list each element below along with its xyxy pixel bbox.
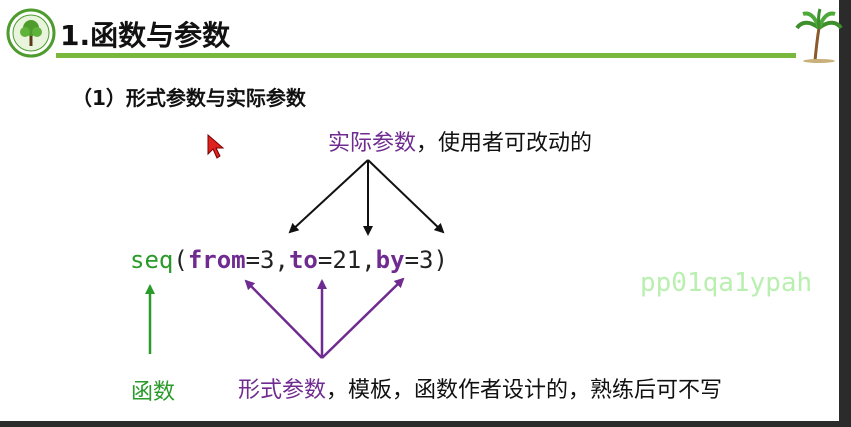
arrow-formal-to-by (321, 277, 405, 359)
actual-parameter-term: 实际参数 (328, 131, 417, 156)
code-arg-to: to (288, 246, 318, 274)
code-arg-from: from (187, 246, 246, 274)
code-open-paren: ( (173, 246, 188, 274)
formal-parameter-term: 形式参数 (238, 378, 327, 403)
section-subtitle: （1）形式参数与实际参数 (72, 86, 306, 110)
arrow-formal-to-from (244, 279, 323, 359)
header-divider (56, 53, 796, 58)
slide-title: 1.函数与参数 (60, 19, 231, 52)
function-label: 函数 (131, 380, 176, 405)
actual-parameter-note: 实际参数，使用者可改动的 (328, 125, 592, 157)
formal-parameter-note: 形式参数，模板，函数作者设计的，熟练后可不写 (238, 372, 839, 404)
code-arg-by: by (375, 246, 405, 274)
watermark-text: pp01qa1ypah (640, 268, 813, 298)
code-val-from: =3, (245, 246, 289, 274)
formal-parameter-desc: ，模板，函数作者设计的，熟练后可不写 (326, 378, 723, 403)
code-function-name: seq (130, 246, 174, 274)
palm-tree-icon (795, 8, 843, 63)
actual-parameter-desc: ，使用者可改动的 (416, 131, 593, 156)
window-frame-bottom (0, 421, 851, 427)
code-line: seq(from=3,to=21,by=3) (130, 246, 448, 274)
arrow-actual-to-from (288, 159, 369, 234)
code-val-by: =3) (404, 246, 448, 274)
code-val-to: =21, (317, 246, 376, 274)
mouse-cursor-icon (207, 134, 225, 159)
school-logo-icon (6, 8, 56, 58)
arrow-actual-to-by (367, 159, 445, 234)
window-frame-right (839, 0, 851, 427)
